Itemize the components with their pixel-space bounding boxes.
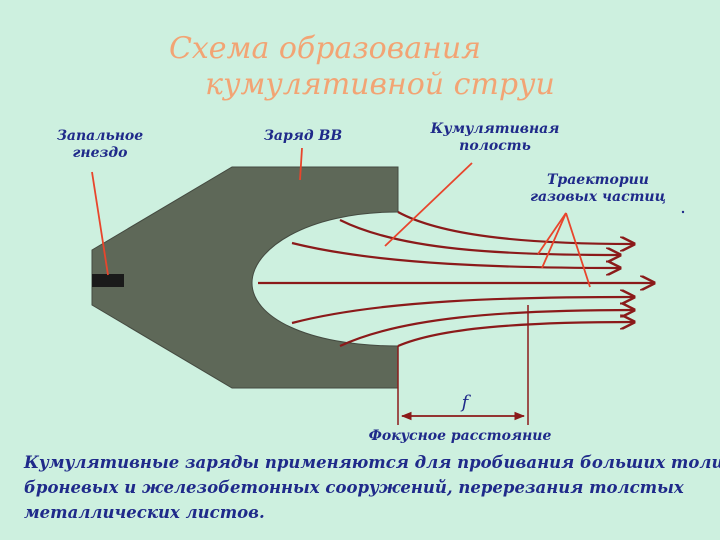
detonator-socket bbox=[92, 274, 124, 287]
pointer-cavity bbox=[384, 162, 473, 247]
trajectory-5 bbox=[291, 297, 634, 325]
title-line-2: кумулятивной струи bbox=[205, 67, 555, 102]
label-igniter-line-1: Запальное bbox=[56, 128, 144, 144]
label-cavity-line-1: Кумулятивная bbox=[430, 121, 560, 137]
label-trajectories-line-1: Траектории bbox=[547, 172, 649, 188]
label-trajectories-line-2: газовых частиц bbox=[530, 189, 666, 205]
explosive-charge-body bbox=[91, 166, 399, 389]
trajectory-6 bbox=[339, 310, 634, 347]
label-explosive-charge: Заряд ВВ bbox=[263, 128, 343, 144]
gas-trajectories bbox=[258, 211, 654, 348]
title-line-1: Схема образования bbox=[168, 31, 482, 66]
focus-symbol: f bbox=[460, 392, 472, 413]
pointer-igniter bbox=[91, 171, 109, 276]
pointer-trajectory-3 bbox=[565, 212, 591, 288]
trajectory-3 bbox=[291, 241, 620, 268]
caption: Кумулятивные заряды применяются для проб… bbox=[24, 450, 720, 525]
label-gas-trajectories: Траектории газовых частиц bbox=[528, 172, 668, 206]
pointer-charge bbox=[299, 147, 303, 181]
trajectory-1 bbox=[397, 211, 634, 244]
caption-line-1: Кумулятивные заряды применяются для проб… bbox=[24, 453, 720, 472]
label-cavity-line-2: полость bbox=[459, 138, 531, 154]
trajectory-7 bbox=[397, 322, 634, 348]
pointer-trajectory-1 bbox=[537, 212, 567, 255]
label-igniter-socket: Запальное гнездо bbox=[50, 128, 150, 162]
label-igniter-line-2: гнездо bbox=[72, 145, 128, 161]
trajectory-2 bbox=[339, 219, 620, 255]
label-cumulative-cavity: Кумулятивная полость bbox=[425, 121, 565, 155]
pointer-lines bbox=[91, 147, 591, 288]
dot-marker bbox=[681, 210, 685, 214]
caption-line-2: броневых и железобетонных сооружений, пе… bbox=[24, 478, 684, 497]
caption-line-3: металлических листов. bbox=[24, 503, 265, 522]
pointer-trajectory-2 bbox=[541, 212, 567, 269]
label-focus-distance: Фокусное расстояние bbox=[368, 428, 552, 444]
